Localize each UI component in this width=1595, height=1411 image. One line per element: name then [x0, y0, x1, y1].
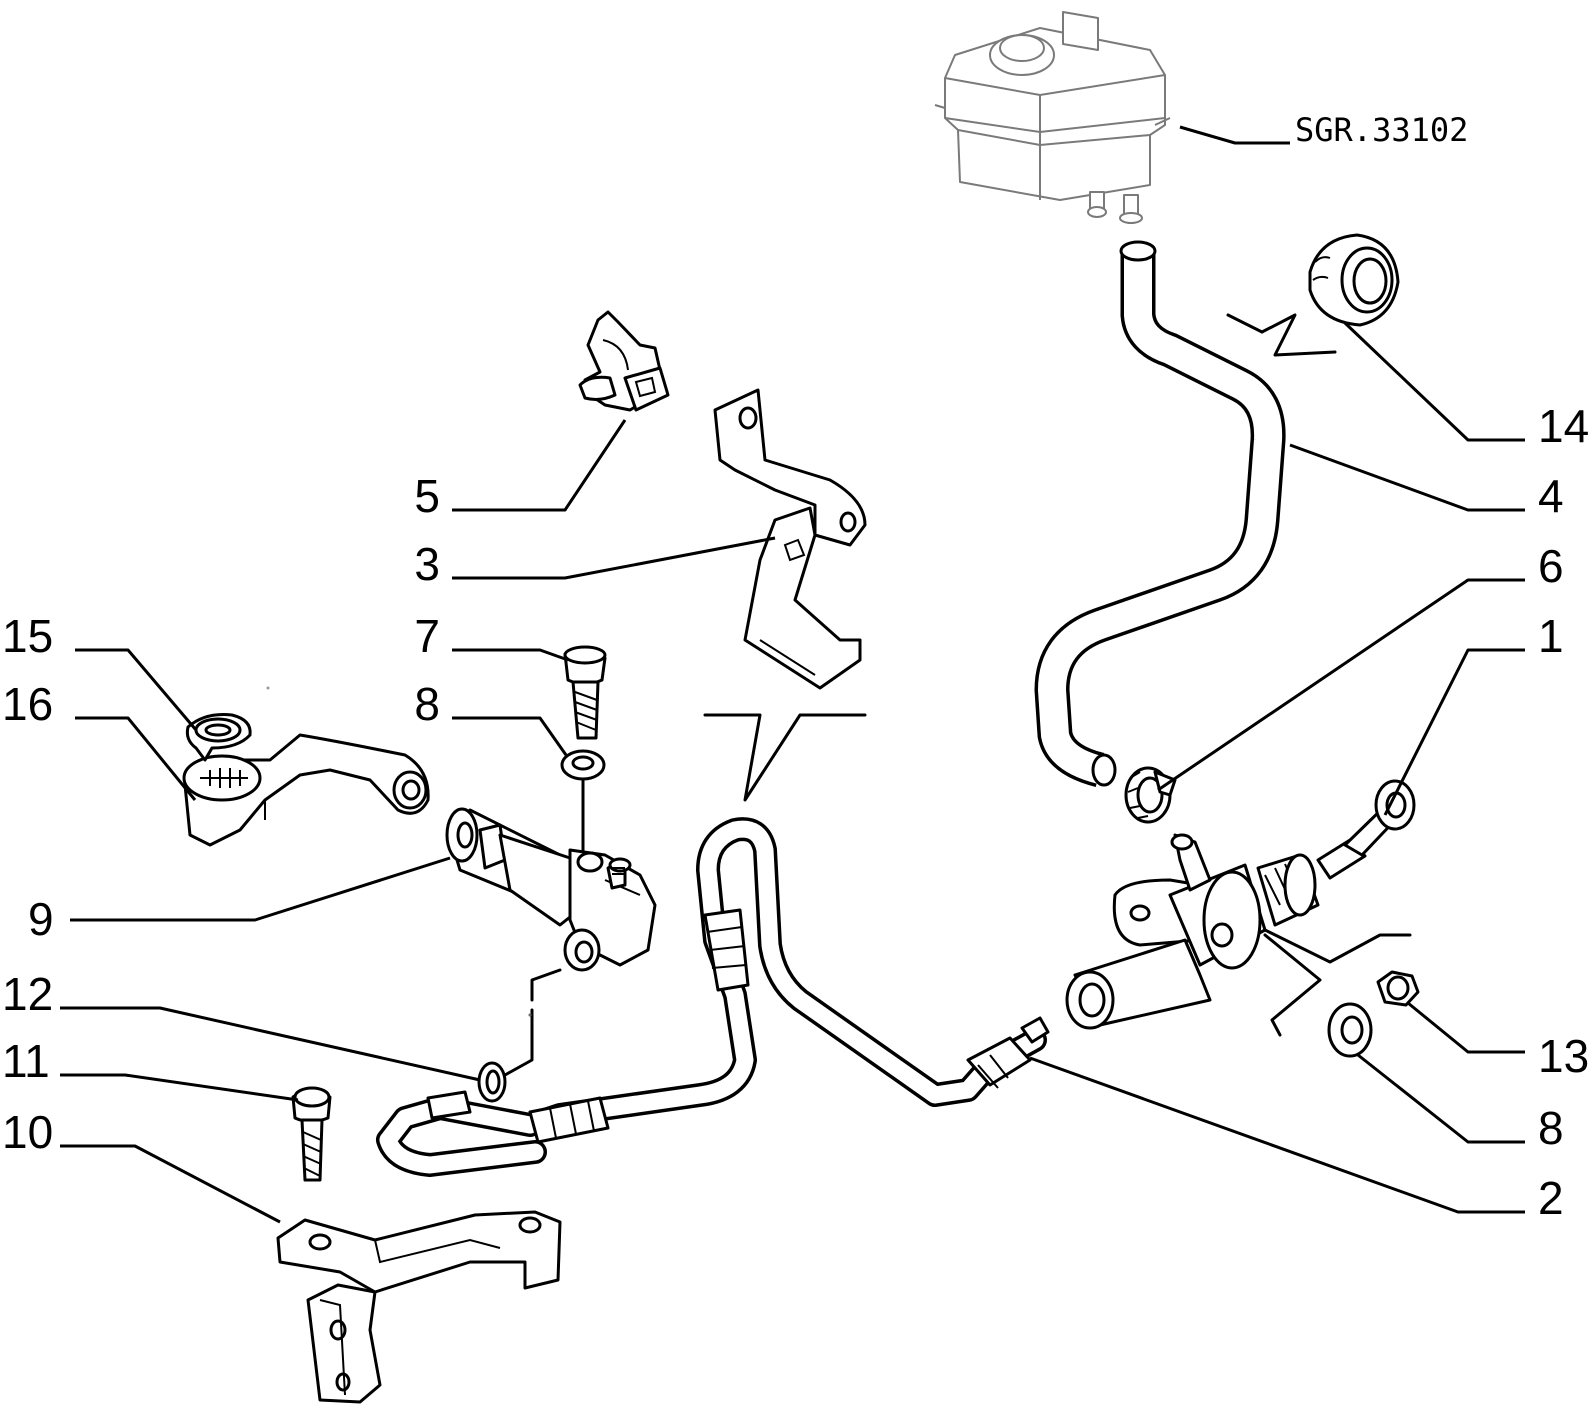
nut [1376, 970, 1420, 1007]
fluid-reservoir [934, 11, 1171, 224]
pipe-clip [578, 310, 670, 412]
callouts: 14 4 6 1 13 8 2 5 3 7 8 15 16 9 12 11 10 [2, 400, 1589, 1224]
rubber-grommet [1308, 233, 1400, 327]
callout-5: 5 [414, 470, 440, 522]
callout-11: 11 [2, 1035, 50, 1087]
callout-8-left: 8 [414, 678, 440, 730]
washer [1327, 1002, 1373, 1058]
callout-3: 3 [414, 538, 440, 590]
small-washer [560, 749, 606, 852]
callout-13: 13 [1538, 1030, 1589, 1082]
callout-6: 6 [1538, 540, 1564, 592]
callout-14: 14 [1538, 400, 1589, 452]
slave-cylinder [445, 807, 657, 1077]
hydraulic-pipe [376, 713, 1050, 1177]
bolt [563, 645, 607, 740]
callout-2: 2 [1538, 1172, 1564, 1224]
reference-code-label: SGR.33102 [1179, 111, 1468, 149]
callout-1: 1 [1538, 610, 1564, 662]
callout-10: 10 [2, 1106, 53, 1158]
callout-8-right: 8 [1538, 1102, 1564, 1154]
pipe-bracket [713, 388, 867, 690]
mounting-bracket [276, 1210, 562, 1404]
callout-12: 12 [2, 968, 53, 1020]
flange-bolt [291, 1086, 332, 1182]
callout-7: 7 [414, 610, 440, 662]
retaining-clip [185, 713, 252, 762]
callout-4: 4 [1538, 470, 1564, 522]
callout-16: 16 [2, 678, 53, 730]
seal-ring [477, 1061, 507, 1103]
reference-code: SGR.33102 [1295, 111, 1468, 149]
clutch-lever [182, 733, 430, 847]
master-cylinder [1065, 779, 1416, 1037]
callout-15: 15 [2, 610, 53, 662]
reservoir-hose [1034, 240, 1337, 787]
leader-lines [60, 321, 1525, 1224]
hose-clamp [1124, 766, 1177, 824]
callout-9: 9 [28, 893, 54, 945]
